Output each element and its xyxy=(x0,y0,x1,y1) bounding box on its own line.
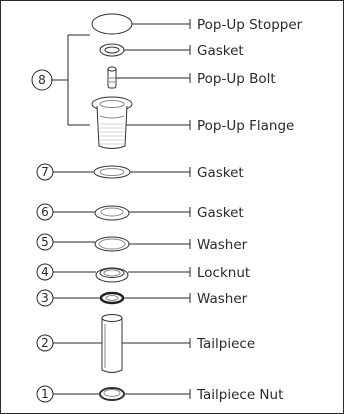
svg-text:5: 5 xyxy=(41,235,49,249)
label-pop-up-flange: Pop-Up Flange xyxy=(197,118,294,134)
svg-text:3: 3 xyxy=(41,291,49,305)
svg-text:8: 8 xyxy=(38,73,46,87)
label-gasket-6: Gasket xyxy=(197,205,244,221)
svg-text:1: 1 xyxy=(41,387,49,401)
label-washer-5: Washer xyxy=(197,237,248,253)
group-8-bracket xyxy=(52,34,90,126)
callout-4: 4 xyxy=(36,263,96,281)
callout-5: 5 xyxy=(36,233,95,251)
svg-text:6: 6 xyxy=(41,205,49,219)
svg-text:7: 7 xyxy=(41,165,49,179)
label-pop-up-bolt: Pop-Up Bolt xyxy=(197,71,276,87)
locknut-part xyxy=(95,267,129,283)
label-gasket-7: Gasket xyxy=(197,165,244,181)
washer-5-part xyxy=(94,236,130,252)
label-gasket-top: Gasket xyxy=(197,43,244,59)
callout-7: 7 xyxy=(36,163,94,181)
label-tailpiece-nut: Tailpiece Nut xyxy=(196,387,283,403)
callout-6: 6 xyxy=(36,203,95,221)
tailpiece-nut-part xyxy=(99,387,125,401)
label-pop-up-stopper: Pop-Up Stopper xyxy=(197,17,303,33)
label-tailpiece: Tailpiece xyxy=(196,336,255,352)
gasket-6-part xyxy=(94,205,130,221)
pop-up-bolt-part xyxy=(107,66,117,89)
tailpiece-part xyxy=(101,314,123,373)
label-locknut: Locknut xyxy=(197,265,250,281)
pop-up-flange-part xyxy=(91,96,133,149)
callout-1: 1 xyxy=(36,385,100,403)
callout-2: 2 xyxy=(36,334,102,352)
leaders-right xyxy=(116,19,191,399)
washer-3-part xyxy=(99,291,125,305)
label-washer-3: Washer xyxy=(197,291,248,307)
svg-text:4: 4 xyxy=(41,265,49,279)
gasket-top-part xyxy=(99,43,125,57)
svg-text:2: 2 xyxy=(41,336,49,350)
gasket-7-part xyxy=(93,165,131,179)
pop-up-stopper-part xyxy=(91,13,133,35)
callout-8: 8 xyxy=(31,69,53,91)
callout-3: 3 xyxy=(36,289,100,307)
